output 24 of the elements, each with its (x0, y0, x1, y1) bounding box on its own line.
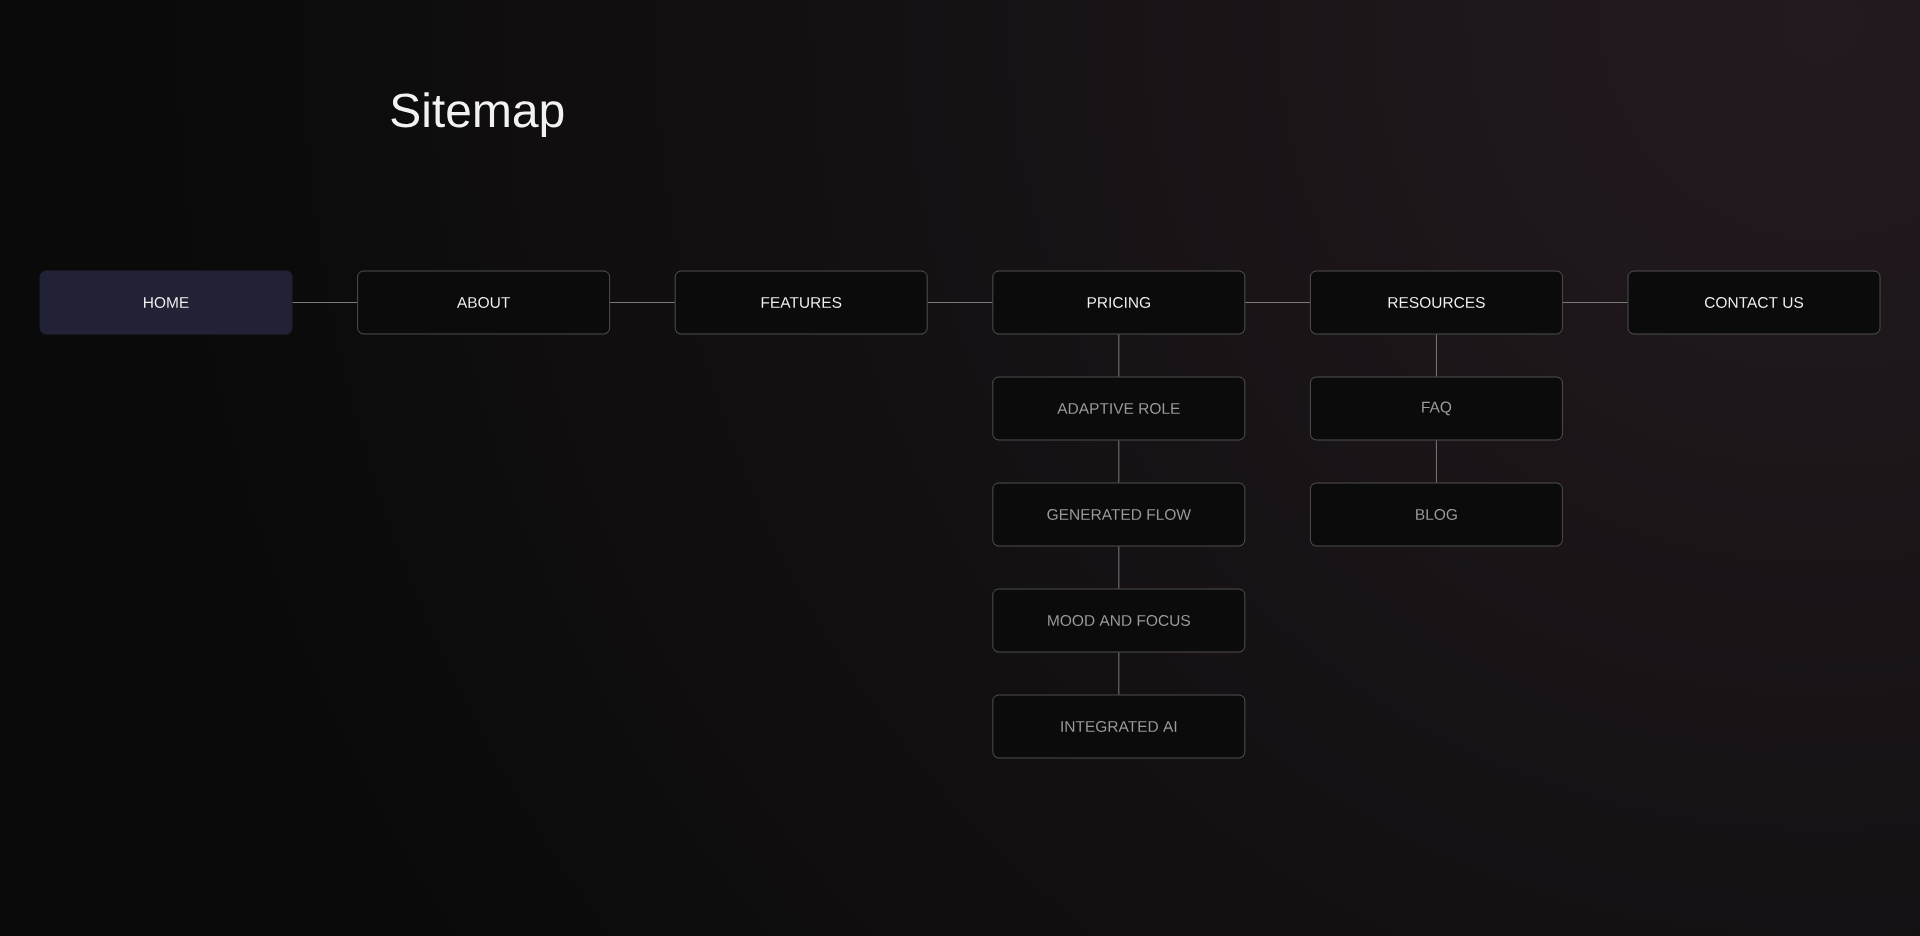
page-box: CONTACT US (1627, 270, 1881, 335)
connector-line (1244, 302, 1311, 303)
connector-line (1118, 334, 1120, 377)
connector-line (1435, 440, 1437, 483)
connector-line (609, 302, 676, 303)
subpage-box: GENERATED FLOW (992, 482, 1246, 547)
connector-line (292, 302, 358, 303)
connector-line (1118, 440, 1120, 483)
connector-line (1118, 652, 1120, 695)
subpage-box: FAQ (1309, 376, 1563, 441)
connector-line (1118, 546, 1120, 589)
page-box: ABOUT (357, 270, 611, 335)
connector-line (1562, 302, 1628, 303)
subpage-box: BLOG (1309, 482, 1563, 547)
connector-line (927, 302, 993, 303)
subpage-box: MOOD AND FOCUS (992, 588, 1246, 653)
connector-line (1435, 334, 1437, 377)
page-box: FEATURES (674, 270, 928, 335)
page-box: HOME (39, 270, 293, 335)
page-box: PRICING (992, 270, 1246, 335)
page-box: RESOURCES (1309, 270, 1563, 335)
subpage-box: INTEGRATED AI (992, 694, 1246, 759)
title: Sitemap (391, 92, 564, 137)
subpage-box: ADAPTIVE ROLE (992, 376, 1246, 441)
